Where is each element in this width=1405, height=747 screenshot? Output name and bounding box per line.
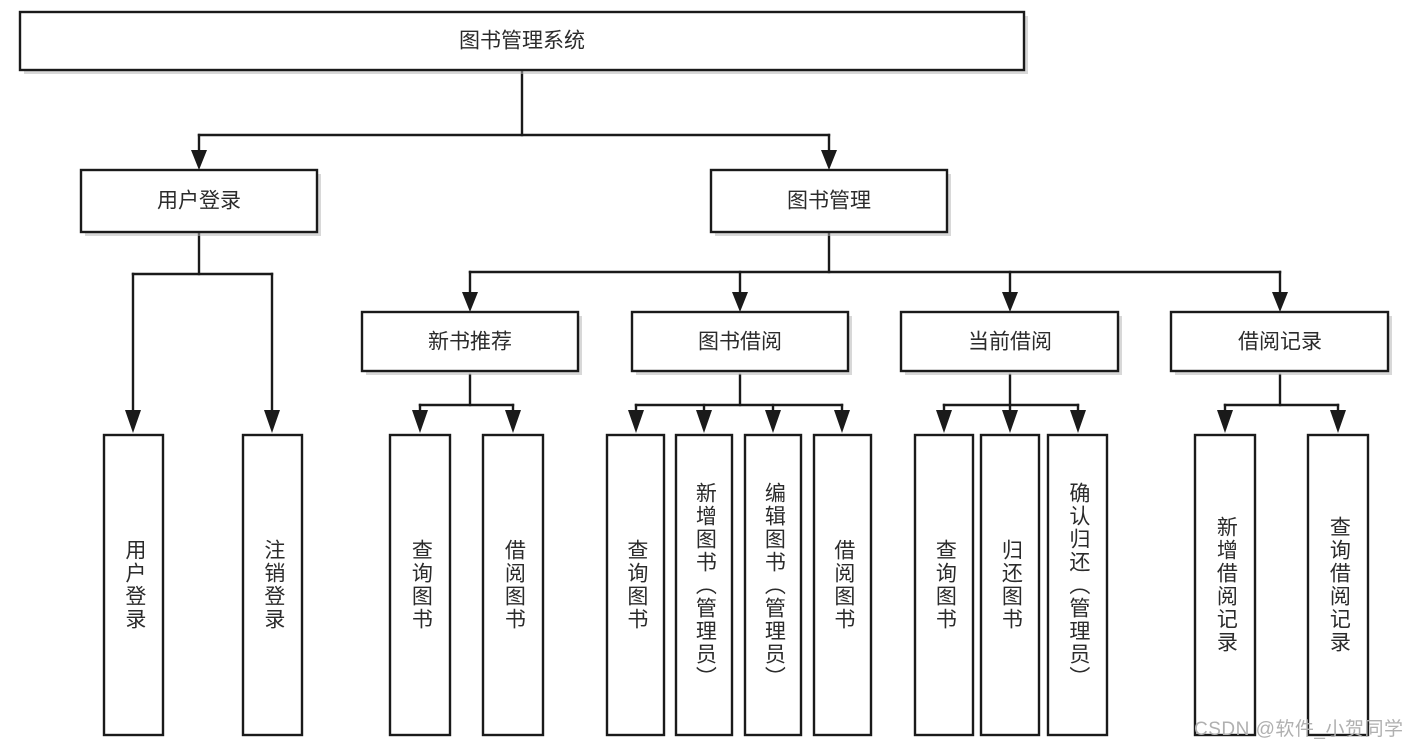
arrowhead-book-manage [821, 150, 837, 170]
horizontal-label-layer: 图书管理系统 用户登录 图书管理 新书推荐 图书借阅 当前借阅 借阅记录 [157, 30, 1322, 354]
label-book-borrow: 图书借阅 [698, 331, 782, 354]
arrowhead-borrow-record [1272, 292, 1288, 312]
arrowhead-leaf-query-book-3 [936, 410, 952, 433]
node-box-leaf-edit-book[interactable] [743, 433, 803, 737]
node-box-leaf-query-book-3[interactable] [913, 433, 975, 737]
node-box-leaf-borrow-book-1[interactable] [481, 433, 545, 737]
node-box-leaf-user-login[interactable] [102, 433, 165, 737]
node-box-leaf-add-book[interactable] [674, 433, 734, 737]
arrowhead-leaf-query-record [1330, 410, 1346, 433]
arrowhead-leaf-add-book [696, 410, 712, 433]
node-box-current-borrow[interactable] [899, 310, 1120, 373]
label-new-book-rec: 新书推荐 [428, 331, 512, 354]
arrowhead-leaf-query-book-1 [412, 410, 428, 433]
label-book-manage: 图书管理 [787, 190, 871, 213]
label-user-login: 用户登录 [157, 190, 241, 213]
label-root: 图书管理系统 [459, 30, 585, 53]
arrowhead-user-login [191, 150, 207, 170]
arrowhead-leaf-return-book [1002, 410, 1018, 433]
watermark-credit: CSDN @软件_小贺同学 [1194, 719, 1404, 740]
arrowhead-book-borrow [732, 292, 748, 312]
node-box-leaf-borrow-book-2[interactable] [812, 433, 873, 737]
node-box-leaf-query-record[interactable] [1306, 433, 1370, 737]
arrowhead-leaf-confirm-return [1070, 410, 1086, 433]
arrowhead-leaf-borrow-book-1 [505, 410, 521, 433]
label-borrow-record: 借阅记录 [1238, 331, 1322, 354]
connector-layer [125, 68, 1346, 433]
arrowhead-leaf-edit-book [765, 410, 781, 433]
node-box-leaf-user-logout[interactable] [241, 433, 304, 737]
node-layer [18, 10, 1392, 737]
node-box-root[interactable] [18, 10, 1026, 72]
arrowhead-new-book-rec [462, 292, 478, 312]
arrowhead-current-borrow [1002, 292, 1018, 312]
label-current-borrow: 当前借阅 [968, 331, 1052, 354]
arrowhead-leaf-user-login [125, 410, 141, 433]
node-box-leaf-confirm-return[interactable] [1046, 433, 1109, 737]
arrowhead-leaf-borrow-book-2 [834, 410, 850, 433]
node-box-leaf-query-book-1[interactable] [388, 433, 452, 737]
node-box-leaf-return-book[interactable] [979, 433, 1041, 737]
node-box-user-login[interactable] [79, 168, 319, 234]
arrowhead-leaf-add-record [1217, 410, 1233, 433]
node-box-leaf-add-record[interactable] [1193, 433, 1257, 737]
node-box-leaf-query-book-2[interactable] [605, 433, 666, 737]
node-box-new-book-rec[interactable] [360, 310, 580, 373]
arrowhead-leaf-query-book-2 [628, 410, 644, 433]
node-box-book-borrow[interactable] [630, 310, 850, 373]
arrowhead-leaf-user-logout [264, 410, 280, 433]
node-box-borrow-record[interactable] [1169, 310, 1390, 373]
node-box-book-manage[interactable] [709, 168, 949, 234]
